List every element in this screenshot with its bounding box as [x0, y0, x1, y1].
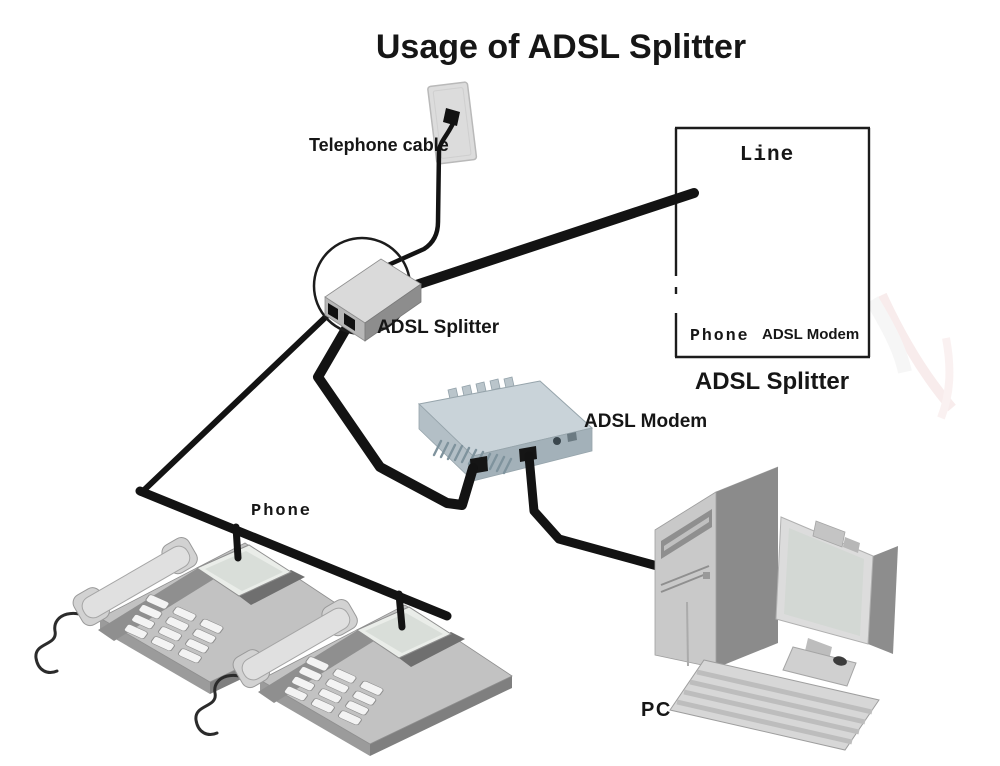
modem-antenna-nubs — [447, 376, 515, 400]
tower-seam — [686, 601, 689, 667]
pc-keyboard — [669, 659, 880, 751]
monitor-top-tab-2 — [843, 537, 860, 553]
line-port-label: Line — [740, 144, 794, 167]
monitor-screen — [784, 528, 864, 636]
tower-button — [703, 572, 710, 579]
monitor-side-face — [868, 546, 898, 654]
tower-side-face — [716, 467, 778, 668]
tower-slots — [660, 565, 710, 593]
detail-box-body — [676, 127, 869, 358]
adsl-splitter-device — [324, 258, 422, 342]
pc-label: PC — [641, 699, 672, 721]
phone-group-label: Phone — [251, 502, 312, 521]
telephone-cable-label: Telephone cable — [309, 135, 449, 155]
splitter-port-1 — [328, 303, 338, 320]
modem-round-port — [553, 437, 561, 445]
cable-to-detail-box — [399, 188, 699, 294]
monitor-stand-neck — [805, 638, 832, 660]
modem-small-port — [567, 432, 577, 442]
splitter-port-2 — [344, 313, 355, 331]
adsl-splitter-label: ADSL Splitter — [377, 317, 500, 338]
pc-tower — [654, 466, 779, 669]
monitor-stand-button — [833, 656, 847, 666]
splitter-detail-box: Line Phone ADSL Modem ADSL Splitter — [674, 126, 871, 395]
tower-drive-bay-inner — [664, 517, 709, 551]
modem-port-label: ADSL Modem — [762, 326, 859, 343]
splitter-right-face — [364, 283, 422, 342]
cable-splitter-to-phones — [138, 308, 335, 496]
pc-group — [654, 466, 898, 751]
keyboard-body — [669, 659, 880, 751]
phone-drop-cables — [232, 523, 406, 631]
phone-1-drop — [232, 523, 242, 562]
adsl-modem-label: ADSL Modem — [584, 411, 707, 432]
modem-cables — [313, 317, 666, 572]
phone-port-label: Phone — [690, 326, 750, 345]
monitor-top-tab — [812, 520, 846, 548]
diagram-title: Usage of ADSL Splitter — [376, 28, 746, 66]
pc-monitor — [775, 516, 898, 687]
telephone-cable-wire — [383, 113, 459, 269]
phone-2-drop — [395, 590, 406, 631]
cable-splitter-to-modem — [313, 317, 478, 510]
cable-modem-to-pc — [524, 451, 666, 572]
detail-box-caption: ADSL Splitter — [695, 368, 849, 395]
wall-plug — [443, 108, 460, 126]
keyboard-key-rows — [676, 669, 873, 745]
watermark — [865, 292, 956, 420]
